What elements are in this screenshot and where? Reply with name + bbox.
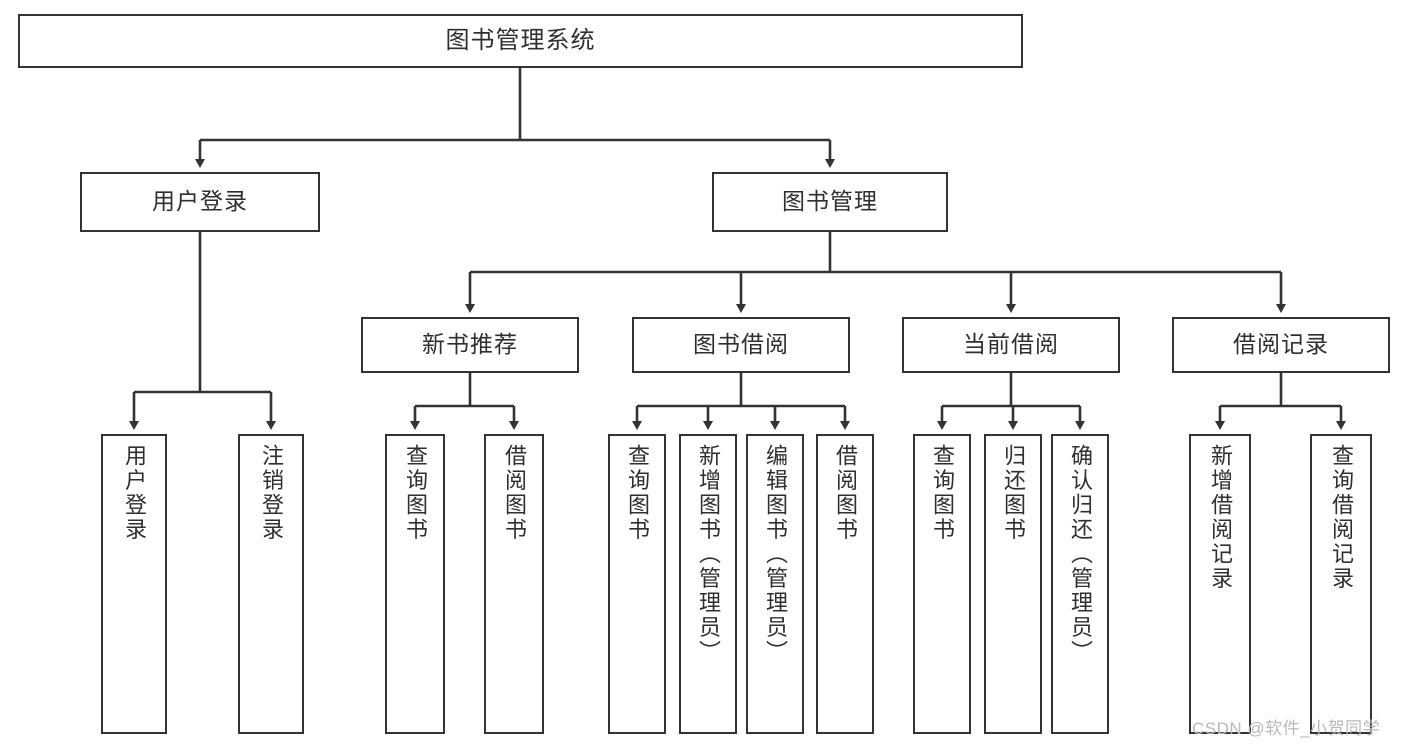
node-leaf[interactable]: 注销登录	[238, 434, 304, 734]
node-level3[interactable]: 借阅记录	[1172, 317, 1390, 373]
node-leaf[interactable]: 用户登录	[101, 434, 167, 734]
node-leaf[interactable]: 编辑图书（管理员）	[746, 434, 804, 734]
node-leaf-label: 编辑图书（管理员）	[762, 444, 788, 665]
node-leaf[interactable]: 借阅图书	[816, 434, 874, 734]
node-leaf[interactable]: 查询图书	[385, 434, 445, 734]
node-leaf-label: 借阅图书	[832, 444, 858, 542]
node-leaf-label: 查询图书	[402, 444, 428, 542]
node-leaf-label: 查询图书	[624, 444, 650, 542]
node-level3[interactable]: 当前借阅	[902, 317, 1120, 373]
node-leaf[interactable]: 查询借阅记录	[1310, 434, 1372, 734]
node-level2[interactable]: 图书管理	[712, 172, 948, 232]
node-leaf-label: 新增借阅记录	[1207, 444, 1233, 591]
node-leaf[interactable]: 查询图书	[913, 434, 971, 734]
node-root[interactable]: 图书管理系统	[18, 14, 1023, 68]
node-leaf-label: 归还图书	[1000, 444, 1026, 542]
watermark: CSDN @软件_小贺同学	[1192, 719, 1381, 738]
node-leaf-label: 查询借阅记录	[1328, 444, 1354, 591]
node-level2[interactable]: 用户登录	[80, 172, 320, 232]
node-leaf-label: 注销登录	[258, 444, 284, 542]
node-level3[interactable]: 新书推荐	[361, 317, 579, 373]
node-leaf[interactable]: 归还图书	[984, 434, 1042, 734]
node-leaf[interactable]: 借阅图书	[484, 434, 544, 734]
node-leaf-label: 用户登录	[121, 444, 147, 542]
node-leaf-label: 查询图书	[929, 444, 955, 542]
node-leaf-label: 借阅图书	[501, 444, 527, 542]
node-leaf-label: 新增图书（管理员）	[695, 444, 721, 665]
node-leaf-label: 确认归还（管理员）	[1067, 444, 1093, 665]
node-leaf[interactable]: 新增借阅记录	[1189, 434, 1251, 734]
node-leaf[interactable]: 新增图书（管理员）	[679, 434, 737, 734]
node-leaf[interactable]: 确认归还（管理员）	[1051, 434, 1109, 734]
node-level3[interactable]: 图书借阅	[632, 317, 850, 373]
node-leaf[interactable]: 查询图书	[608, 434, 666, 734]
